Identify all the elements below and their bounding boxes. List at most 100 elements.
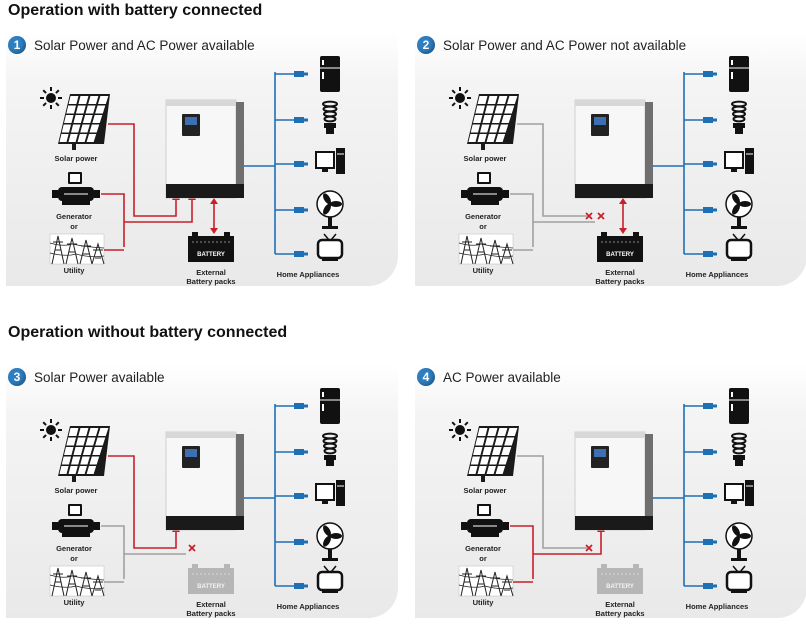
- scenario-panel-2: BATTERY 2 Solar Power and AC Power not a…: [415, 32, 806, 286]
- generator-icon: [461, 504, 509, 537]
- battery-caption-line2: Battery packs: [186, 277, 236, 286]
- tv-icon: [725, 233, 753, 261]
- battery-caption-line1: External: [196, 600, 226, 609]
- solar-panel-icon: [58, 94, 110, 150]
- utility-tower-icon: [49, 233, 105, 265]
- appliances-label: Home Appliances: [276, 602, 340, 611]
- solar-label: Solar power: [54, 486, 98, 495]
- fridge-icon: [320, 56, 340, 92]
- battery-text: BATTERY: [197, 584, 225, 590]
- utility-tower-icon: [49, 565, 105, 597]
- solar-panel-icon: [467, 426, 519, 482]
- battery-text: BATTERY: [606, 252, 634, 258]
- or-label: or: [479, 222, 487, 231]
- computer-icon: [724, 480, 754, 506]
- blocked-grid-icon: [188, 544, 196, 552]
- section-title-battery: Operation with battery connected: [8, 2, 263, 19]
- or-label: or: [70, 554, 78, 563]
- bulb-icon: [731, 432, 747, 466]
- panel-title: Solar Power and AC Power not available: [443, 37, 687, 53]
- solar-label: Solar power: [54, 154, 98, 163]
- battery-caption-line1: External: [605, 600, 635, 609]
- sun-icon: [449, 87, 471, 109]
- sun-icon: [449, 419, 471, 441]
- computer-icon: [315, 480, 345, 506]
- tv-icon: [725, 565, 753, 593]
- sun-icon: [40, 87, 62, 109]
- generator-icon: [52, 172, 100, 205]
- fan-icon: [725, 522, 753, 561]
- battery-caption: External Battery packs: [176, 600, 246, 618]
- section-title-no-battery: Operation without battery connected: [8, 324, 288, 341]
- battery-caption-line2: Battery packs: [595, 277, 645, 286]
- output-wiring: [244, 403, 308, 589]
- fan-icon: [316, 190, 344, 229]
- fan-icon: [725, 190, 753, 229]
- generator-label: Generator: [56, 544, 92, 553]
- panel-title: Solar Power available: [34, 369, 165, 385]
- fridge-icon: [729, 56, 749, 92]
- output-wiring: [653, 71, 717, 257]
- fridge-icon: [320, 388, 340, 424]
- panel-header: 3 Solar Power available: [6, 364, 165, 390]
- battery-caption: External Battery packs: [585, 268, 655, 286]
- solar-label: Solar power: [463, 154, 507, 163]
- step-badge: 4: [417, 368, 435, 386]
- battery-caption-line2: Battery packs: [186, 609, 236, 618]
- generator-label: Generator: [56, 212, 92, 221]
- tv-icon: [316, 565, 344, 593]
- panel-header: 4 AC Power available: [415, 364, 561, 390]
- blocked-solar-icon: [585, 544, 593, 552]
- generator-icon: [461, 172, 509, 205]
- sun-icon: [40, 419, 62, 441]
- battery-text: BATTERY: [197, 252, 225, 258]
- appliances-label: Home Appliances: [276, 270, 340, 279]
- battery-caption: External Battery packs: [585, 600, 655, 618]
- power-flow-diagram: BATTERY: [449, 388, 754, 597]
- input-wires: [510, 123, 595, 251]
- panel-title: Solar Power and AC Power available: [34, 37, 255, 53]
- blocked-grid-icon: [597, 212, 605, 220]
- battery-icon: BATTERY: [597, 564, 643, 594]
- battery-caption-line1: External: [605, 268, 635, 277]
- battery-icon: BATTERY: [597, 232, 643, 262]
- generator-label: Generator: [465, 212, 501, 221]
- battery-icon: BATTERY: [188, 564, 234, 594]
- bulb-icon: [731, 100, 747, 134]
- bulb-icon: [322, 100, 338, 134]
- battery-text: BATTERY: [606, 584, 634, 590]
- battery-caption: External Battery packs: [176, 268, 246, 286]
- computer-icon: [315, 148, 345, 174]
- step-badge: 3: [8, 368, 26, 386]
- inverter-icon: [165, 99, 244, 199]
- fan-icon: [316, 522, 344, 561]
- generator-icon: [52, 504, 100, 537]
- generator-label: Generator: [465, 544, 501, 553]
- inverter-icon: [574, 431, 653, 531]
- panel-title: AC Power available: [443, 369, 561, 385]
- solar-panel-icon: [467, 94, 519, 150]
- inverter-icon: [165, 431, 244, 531]
- battery-caption-line2: Battery packs: [595, 609, 645, 618]
- power-flow-diagram: BATTERY: [40, 56, 345, 265]
- utility-label: Utility: [63, 266, 85, 275]
- power-flow-diagram: BATTERY: [40, 388, 345, 597]
- panel-header: 2 Solar Power and AC Power not available: [415, 32, 686, 58]
- fridge-icon: [729, 388, 749, 424]
- blocked-solar-icon: [585, 212, 593, 220]
- battery-caption-line1: External: [196, 268, 226, 277]
- step-badge: 2: [417, 36, 435, 54]
- scenario-panel-3: BATTERY 3 Solar Power available Solar po…: [6, 364, 398, 618]
- step-badge: 1: [8, 36, 26, 54]
- bulb-icon: [322, 432, 338, 466]
- utility-label: Utility: [472, 266, 494, 275]
- power-flow-diagram: BATTERY: [449, 56, 754, 265]
- panel-header: 1 Solar Power and AC Power available: [6, 32, 255, 58]
- output-wiring: [244, 71, 308, 257]
- appliances-label: Home Appliances: [685, 270, 749, 279]
- tv-icon: [316, 233, 344, 261]
- solar-panel-icon: [58, 426, 110, 482]
- utility-tower-icon: [458, 565, 514, 597]
- or-label: or: [70, 222, 78, 231]
- scenario-panel-1: BATTERY 1 Solar Power and AC Power avail…: [6, 32, 398, 286]
